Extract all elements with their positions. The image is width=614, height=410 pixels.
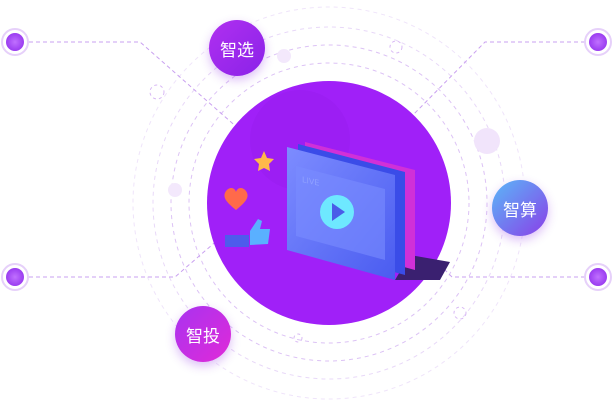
small-orbit-circles [149, 40, 467, 343]
endpoint-dots [1, 28, 612, 291]
thumbs-up-icon [250, 219, 270, 245]
play-icon [320, 195, 354, 229]
decor-bubble [277, 49, 291, 63]
connector-lines [29, 41, 585, 278]
decor-bubble [474, 128, 500, 154]
heart-icon [224, 188, 248, 210]
node-smart-select: 智选 [209, 20, 265, 76]
node-smart-compute: 智算 [492, 180, 548, 236]
node-smart-deliver: 智投 [175, 306, 231, 362]
decor-bubble [168, 183, 182, 197]
star-icon [254, 151, 274, 171]
